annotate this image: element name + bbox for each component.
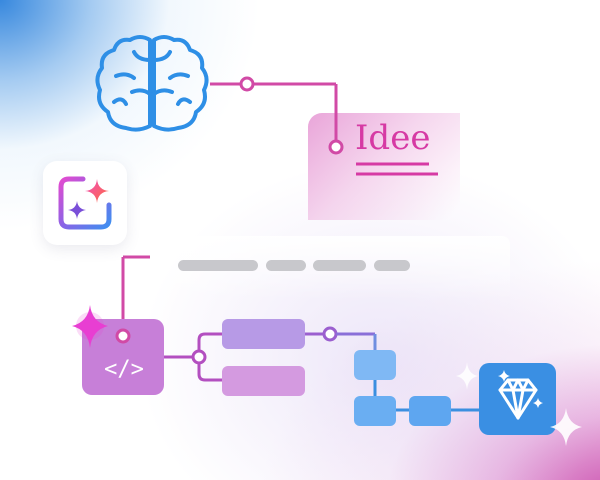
placeholder-bar-3 bbox=[313, 260, 366, 271]
sparkle-pink-icon bbox=[72, 305, 108, 348]
sparkle-white-large-icon bbox=[550, 408, 582, 446]
placeholder-bars bbox=[178, 260, 410, 271]
idea-underline bbox=[356, 162, 438, 176]
blue-box-bottom-right bbox=[409, 396, 451, 426]
diamond-icon bbox=[490, 370, 546, 428]
idea-label: Idee bbox=[355, 118, 431, 158]
diamond-tile bbox=[479, 363, 556, 435]
sparkle-app-icon bbox=[57, 175, 113, 231]
boxes-to-blue-connector bbox=[305, 326, 479, 412]
sparkle-white-icon bbox=[456, 362, 478, 390]
blue-box-top bbox=[354, 350, 396, 380]
brain-icon bbox=[92, 32, 212, 134]
app-tile bbox=[43, 161, 127, 245]
code-node bbox=[82, 319, 164, 395]
idea-card bbox=[308, 113, 460, 220]
process-box-upper bbox=[222, 319, 305, 349]
code-to-boxes-connector bbox=[164, 332, 222, 382]
code-icon: </> bbox=[96, 355, 152, 385]
placeholder-bar-2 bbox=[266, 260, 306, 271]
process-box-lower bbox=[222, 366, 305, 396]
placeholder-bar-4 bbox=[374, 260, 410, 271]
blue-box-bottom-left bbox=[354, 396, 396, 426]
placeholder-bar-1 bbox=[178, 260, 258, 271]
code-glyph: </> bbox=[104, 357, 144, 382]
brain-to-idea-connector bbox=[210, 76, 344, 155]
